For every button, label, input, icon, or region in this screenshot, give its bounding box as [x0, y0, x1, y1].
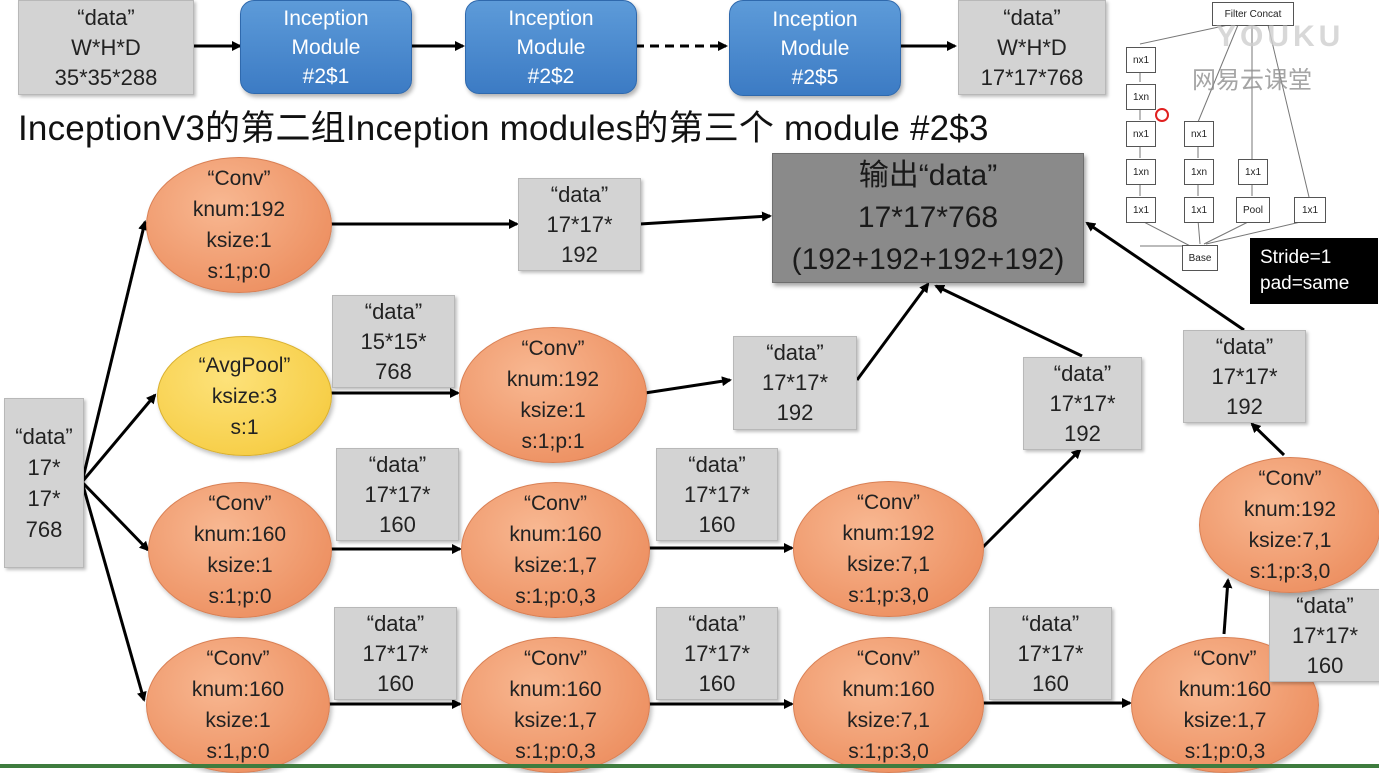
inception-module-2: Inception Module #2$2 — [465, 0, 637, 94]
input-data-box: “data” 17* 17* 768 — [4, 398, 84, 568]
arrow-in-b4 — [80, 481, 147, 702]
arrow-b1-2 — [639, 211, 772, 226]
b3-conv-node-2: “Conv” knum:160 ksize:1,7 s:1;p:0,3 — [461, 482, 650, 618]
top-input-data: “data” W*H*D 35*35*288 — [18, 0, 194, 95]
arrow-b2-2 — [644, 376, 732, 395]
b4-conv-node-2: “Conv” knum:160 ksize:1,7 s:1;p:0,3 — [461, 637, 650, 773]
b3-conv-node-1: “Conv” knum:160 ksize:1 s:1;p:0 — [148, 482, 332, 618]
mini-node-c2r3: nx1 — [1184, 121, 1214, 147]
b3-data-box-3: “data” 17*17* 192 — [1023, 357, 1142, 450]
b4-conv-node-5: “Conv” knum:192 ksize:7,1 s:1;p:3,0 — [1199, 457, 1379, 593]
mini-node-c2r5: 1x1 — [1184, 197, 1214, 223]
b1-data-box: “data” 17*17* 192 — [518, 178, 641, 271]
mini-node-c3r5: Pool — [1236, 197, 1270, 223]
filter-concat-node: Filter Concat — [1212, 2, 1294, 26]
b2-data-box-1: “data” 15*15* 768 — [332, 295, 455, 388]
b4-conv-node-3: “Conv” knum:160 ksize:7,1 s:1;p:3,0 — [793, 637, 984, 773]
mini-node-c1r3: nx1 — [1126, 121, 1156, 147]
b4-data-box-5: “data” 17*17* 192 — [1183, 330, 1306, 423]
output-data-box: 输出“data” 17*17*768 (192+192+192+192) — [772, 153, 1084, 283]
b2-conv-node: “Conv” knum:192 ksize:1 s:1;p:1 — [459, 327, 647, 463]
arrow-in-b1 — [80, 220, 148, 483]
arrow-b3-4 — [934, 284, 1083, 358]
arrow-b4-6 — [1085, 221, 1245, 332]
mini-node-c1r4: 1xn — [1126, 159, 1156, 185]
mini-node-c1r2: 1xn — [1126, 84, 1156, 110]
b4-data-box-4: “data” 17*17* 160 — [1269, 589, 1379, 682]
b4-data-box-1: “data” 17*17* 160 — [334, 607, 457, 700]
mini-inception-diagram: Filter Concat nx1 1xn nx1 1xn 1x1 nx1 1x… — [1118, 0, 1379, 275]
mini-base-node: Base — [1182, 245, 1218, 271]
mini-node-c2r4: 1xn — [1184, 159, 1214, 185]
mini-node-c1r5: 1x1 — [1126, 197, 1156, 223]
arrow-b3-3 — [980, 448, 1082, 550]
arrow-in-b2 — [80, 393, 157, 483]
arrow-b4-4 — [1222, 578, 1233, 635]
mini-node-c3r4: 1x1 — [1238, 159, 1268, 185]
arrow-b4-5 — [1250, 422, 1286, 457]
netease-watermark: 网易云课堂 — [1192, 67, 1312, 94]
b3-data-box-1: “data” 17*17* 160 — [336, 448, 459, 541]
arrow-b2-3 — [855, 282, 930, 381]
b1-conv-node: “Conv” knum:192 ksize:1 s:1;p:0 — [146, 157, 332, 293]
youku-watermark: YOUKU — [1216, 20, 1345, 53]
b4-data-box-3: “data” 17*17* 160 — [989, 607, 1112, 700]
stride-pad-note: Stride=1 pad=same — [1250, 238, 1378, 304]
cursor-marker — [1155, 108, 1169, 122]
arrow-in-b3 — [80, 480, 150, 552]
page-title: InceptionV3的第二组Inception modules的第三个 mod… — [18, 109, 989, 148]
b2-data-box-2: “data” 17*17* 192 — [733, 336, 857, 430]
b4-conv-node-1: “Conv” knum:160 ksize:1 s:1,p:0 — [146, 637, 330, 773]
mini-node-c4r5: 1x1 — [1294, 197, 1326, 223]
mini-node-c1r1: nx1 — [1126, 47, 1156, 73]
top-output-data: “data” W*H*D 17*17*768 — [958, 0, 1106, 95]
b3-conv-node-3: “Conv” knum:192 ksize:7,1 s:1;p:3,0 — [793, 481, 984, 617]
b3-data-box-2: “data” 17*17* 160 — [656, 448, 778, 541]
bottom-progress-strip — [0, 764, 1379, 768]
inception-module-5: Inception Module #2$5 — [729, 0, 901, 96]
b2-avgpool-node: “AvgPool” ksize:3 s:1 — [157, 336, 332, 456]
b4-data-box-2: “data” 17*17* 160 — [656, 607, 778, 700]
inception-module-1: Inception Module #2$1 — [240, 0, 412, 94]
